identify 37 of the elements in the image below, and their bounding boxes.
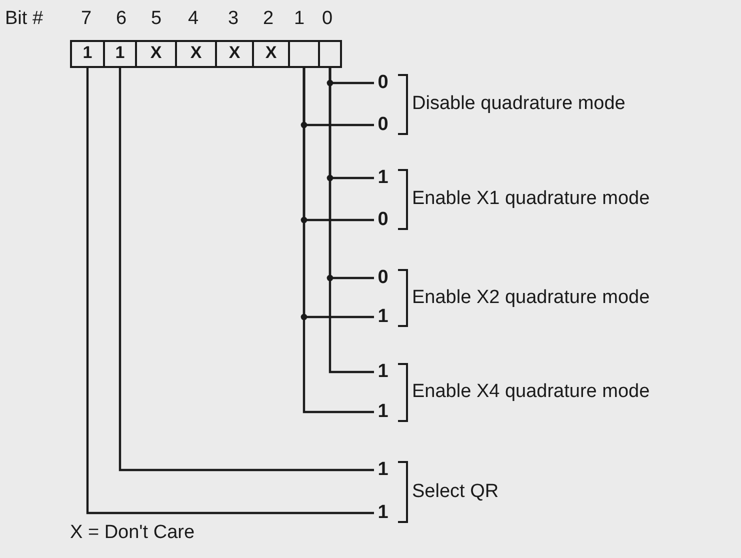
connector-line xyxy=(118,68,374,472)
row-heading: Bit # xyxy=(5,8,44,30)
bit-value: 1 xyxy=(376,167,390,189)
bit-value: 1 xyxy=(376,502,390,524)
mode-description: Enable X4 quadrature mode xyxy=(412,381,650,403)
bit-value: 0 xyxy=(376,114,390,136)
bit-cell: X xyxy=(252,40,290,68)
bit-number: 0 xyxy=(322,8,333,30)
connector-line xyxy=(328,68,374,374)
connector-line xyxy=(86,68,374,514)
bit-number: 2 xyxy=(263,8,274,30)
bit-cell: X xyxy=(135,40,177,68)
mode-description: Enable X2 quadrature mode xyxy=(412,286,650,308)
bit-number: 4 xyxy=(188,8,199,30)
bit-cell: X xyxy=(215,40,254,68)
bit-value: 1 xyxy=(376,459,390,481)
legend-note: X = Don't Care xyxy=(70,522,195,544)
mode-description: Enable X1 quadrature mode xyxy=(412,188,650,210)
bit-cell xyxy=(288,40,320,68)
bit-value: 1 xyxy=(376,361,390,383)
bit-value: 0 xyxy=(376,267,390,289)
bit-number: 6 xyxy=(116,8,127,30)
bit-cell: X xyxy=(175,40,217,68)
bit-cell: 1 xyxy=(70,40,105,68)
bit-value: 1 xyxy=(376,306,390,328)
bit-number: 1 xyxy=(294,8,305,30)
mode-description: Disable quadrature mode xyxy=(412,93,626,115)
bit-value: 0 xyxy=(376,72,390,94)
bit-value: 1 xyxy=(376,401,390,423)
connector-line xyxy=(302,68,374,414)
bit-value: 0 xyxy=(376,209,390,231)
mode-description: Select QR xyxy=(412,480,499,502)
bit-number: 5 xyxy=(151,8,162,30)
bit-cell: 1 xyxy=(103,40,137,68)
bit-number: 7 xyxy=(81,8,92,30)
bit-number: 3 xyxy=(228,8,239,30)
bit-cell xyxy=(318,40,342,68)
